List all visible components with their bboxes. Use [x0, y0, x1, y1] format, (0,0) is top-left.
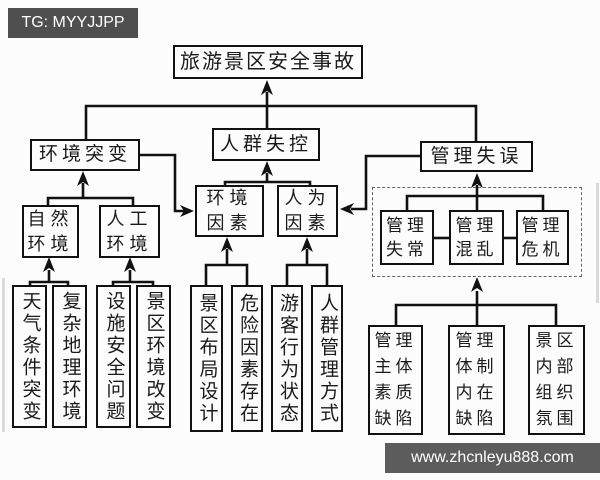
- node-facility-safety-problem: 设施安全问题: [96, 285, 131, 428]
- node-scenic-env-change: 景区环境改变: [136, 285, 171, 428]
- node-management-error: 管理失误: [420, 141, 533, 172]
- node-mgmt-subject-quality-defect: 管理主体素质缺陷: [368, 325, 423, 435]
- node-weather-condition-change: 天气条件突变: [12, 285, 47, 428]
- arrow-up-to-dashed-group: [471, 277, 483, 292]
- arrow-up-to-artificial-env: [124, 257, 136, 272]
- node-crowd-management-method: 人群管理方式: [311, 285, 343, 432]
- arrow-up-to-env-factors-bottom: [221, 237, 233, 252]
- arrow-up-to-natural-env: [43, 257, 55, 272]
- arrow-left-to-human-factors: [340, 203, 354, 215]
- node-hazard-factor-exists: 危险因素存在: [231, 285, 263, 432]
- node-environmental-factors: 环境因素: [195, 185, 264, 237]
- node-mgmt-system-inherent-defect: 管理体制内在缺陷: [448, 325, 505, 435]
- node-scenic-internal-org-atmosphere: 景区内部组织氛围: [528, 325, 585, 435]
- watermark-badge: TG: MYYJJPP: [8, 8, 138, 38]
- arrow-up-to-title: [261, 80, 273, 95]
- badge-label: TG: MYYJJPP: [21, 14, 125, 31]
- node-management-abnormality: 管理失常: [380, 210, 434, 265]
- node-management-chaos: 管理混乱: [449, 210, 504, 265]
- arrow-up-to-crowd: [261, 161, 273, 176]
- node-root-accident: 旅游景区安全事故: [173, 45, 363, 79]
- arrow-up-to-management-error: [471, 173, 483, 188]
- scan-artifact-right: [596, 183, 599, 303]
- node-human-factors: 人为因素: [277, 185, 338, 237]
- arrow-up-to-human-factors-bottom: [301, 237, 313, 252]
- arrow-up-to-env-sudden-change: [77, 171, 89, 186]
- node-env-sudden-change: 环境突变: [30, 139, 140, 171]
- node-natural-environment: 自然环境: [22, 205, 79, 258]
- watermark-bar: www.zhcnleyu888.com: [385, 443, 600, 473]
- node-artificial-environment: 人工环境: [99, 205, 160, 258]
- arrow-right-to-env-factors: [180, 205, 194, 217]
- management-group-outline: [372, 187, 582, 277]
- node-tourist-behavior-state: 游客行为状态: [271, 285, 303, 432]
- node-complex-geographic-env: 复杂地理环境: [52, 285, 87, 428]
- watermark-label: www.zhcnleyu888.com: [411, 449, 574, 466]
- node-management-crisis: 管理危机: [516, 210, 569, 265]
- node-scenic-layout-design: 景区布局设计: [190, 285, 223, 432]
- node-crowd-out-of-control: 人群失控: [212, 128, 320, 161]
- scan-artifact-left: [2, 278, 5, 432]
